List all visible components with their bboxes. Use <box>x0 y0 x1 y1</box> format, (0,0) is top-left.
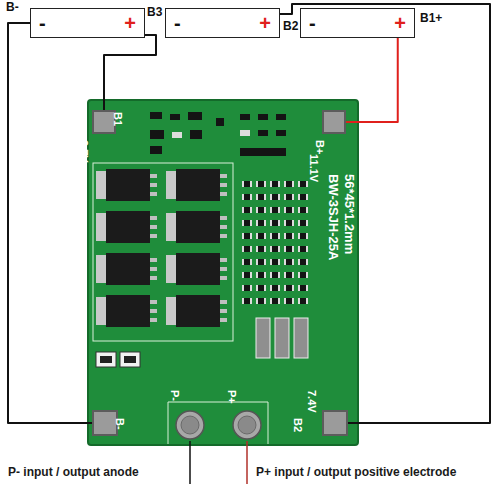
voltage-label: 7.4V <box>306 390 318 413</box>
pad-name: P+ <box>226 390 238 404</box>
board-dimensions: 56*45*1.2mm <box>342 174 356 254</box>
solder-pad: B+11.1V <box>322 110 346 134</box>
solder-pad: 7.4VB2 <box>322 410 348 436</box>
terminal-sign: - <box>39 13 46 33</box>
hole-outline <box>175 410 205 440</box>
wire <box>8 23 92 423</box>
power-resistors <box>256 318 308 358</box>
battery-cell: -+ <box>300 8 415 38</box>
terminal-sign: - <box>309 13 316 33</box>
leader-line <box>189 441 191 484</box>
terminal-sign: + <box>124 13 136 33</box>
hole-outline <box>232 410 262 440</box>
pad-name: P- <box>169 390 181 401</box>
pad-name: B- <box>114 418 126 430</box>
caption-note: P- input / output anode <box>8 466 139 480</box>
solder-hole: P- <box>175 410 205 440</box>
battery-cell: -+ <box>30 8 145 38</box>
terminal-sign: + <box>394 13 406 33</box>
battery-cell: -+ <box>165 8 280 38</box>
silkscreen-outline <box>168 402 268 444</box>
wire-label: B3 <box>147 6 162 20</box>
wire-label: B- <box>6 1 19 15</box>
pad-name: B2 <box>292 418 304 432</box>
silkscreen-outline <box>93 163 233 341</box>
voltage-label: 3.7V <box>78 140 90 163</box>
wire <box>346 38 398 122</box>
wire <box>280 4 490 423</box>
wire-label: B2 <box>283 20 298 34</box>
solder-pad: B13.7V <box>92 110 116 134</box>
bms-board: BW-3SJH-25A56*45*1.2mm B13.7V B+11.1V B- P- P… <box>88 100 358 445</box>
pad-name: B1 <box>112 112 124 126</box>
solder-hole: P+ <box>232 410 262 440</box>
terminal-sign: - <box>174 13 181 33</box>
wire-label: B1+ <box>420 12 442 26</box>
model-number: BW-3SJH-25A <box>326 174 340 260</box>
smd-components <box>240 178 310 308</box>
wire <box>104 35 156 110</box>
current-sense-resistors <box>96 352 140 367</box>
top-components <box>150 112 286 156</box>
pcb-board <box>88 100 358 445</box>
mosfet-array <box>96 169 227 327</box>
caption-note: P+ input / output positive electrode <box>256 466 456 480</box>
solder-pad: B- <box>92 410 118 436</box>
pad-name: B+ <box>314 140 326 154</box>
leader-line <box>246 441 248 484</box>
voltage-label: 11.1V <box>308 154 320 182</box>
terminal-sign: + <box>259 13 271 33</box>
